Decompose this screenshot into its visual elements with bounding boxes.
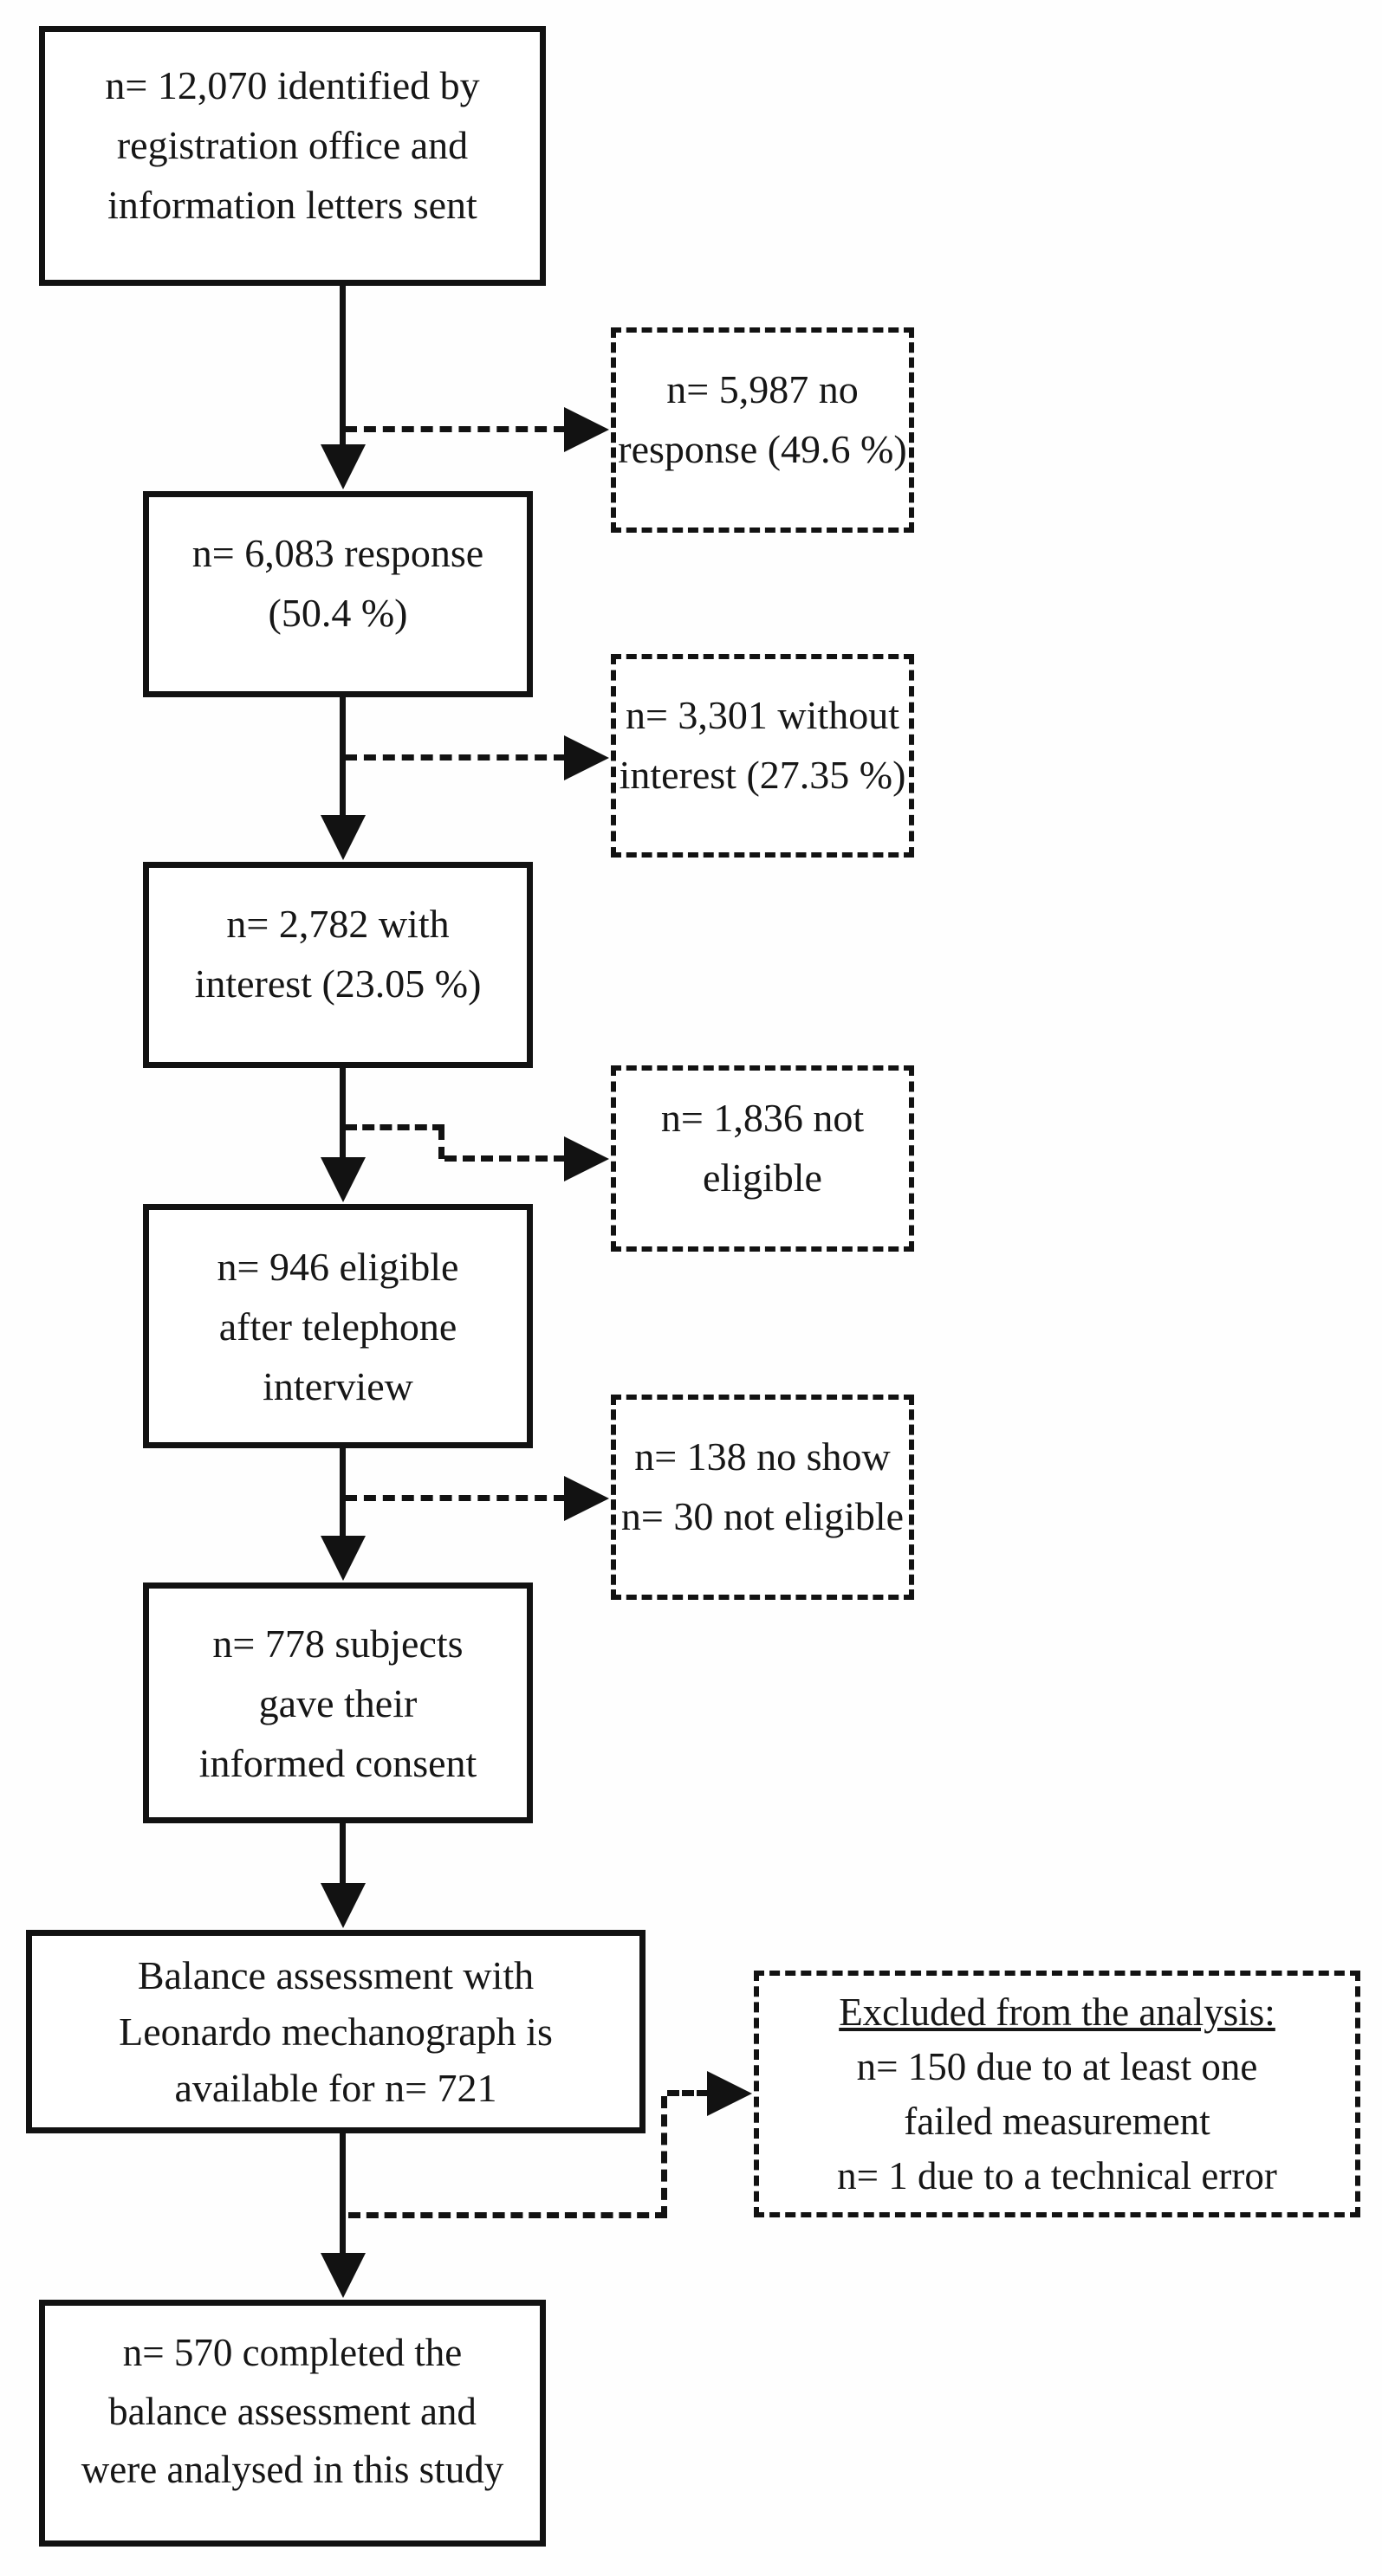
box-text-line: n= 5,987 no — [666, 366, 859, 411]
box-text-line: n= 138 no show — [634, 1434, 891, 1479]
box-text-line: n= 2,782 with — [226, 902, 450, 946]
box-text-line: Balance assessment with — [137, 1952, 535, 1997]
box-text-line: n= 778 subjects — [212, 1621, 464, 1666]
right-arrowhead — [564, 735, 609, 780]
box-text-line: n= 150 due to at least one — [856, 2044, 1258, 2088]
box-text-line: n= 3,301 without — [625, 692, 899, 737]
right-arrowhead — [564, 1476, 609, 1521]
box-text-line: informed consent — [198, 1740, 477, 1785]
box-text-line: available for n= 721 — [174, 2066, 497, 2111]
connector-balance-analysed — [340, 2133, 346, 2256]
box-text-line: interest (23.05 %) — [194, 961, 482, 1006]
down-arrowhead — [321, 815, 366, 860]
box-text-line: n= 946 eligible — [217, 1244, 459, 1289]
branch-not-eligible-elbow — [438, 1128, 444, 1159]
box-text-line: after telephone — [218, 1304, 457, 1349]
branch-no-response — [345, 426, 566, 432]
box-text-line: n= 6,083 response — [191, 531, 484, 575]
down-arrowhead — [321, 444, 366, 489]
box-identified: n= 12,070 identified by registration off… — [39, 26, 546, 286]
connector-response-interest — [340, 697, 346, 819]
box-text-line: n= 1 due to a technical error — [837, 2153, 1277, 2197]
box-no-show: n= 138 no show n= 30 not eligible — [611, 1395, 914, 1600]
box-balance-available: Balance assessment with Leonardo mechano… — [26, 1930, 646, 2133]
box-consent: n= 778 subjects gave their informed cons… — [143, 1582, 533, 1823]
box-response: n= 6,083 response (50.4 %) — [143, 491, 533, 697]
box-heading-line: Excluded from the analysis: — [839, 1990, 1275, 2034]
box-text-line: n= 30 not eligible — [620, 1493, 905, 1538]
box-text-line: n= 570 completed the — [122, 2331, 463, 2375]
box-without-interest: n= 3,301 without interest (27.35 %) — [611, 654, 914, 858]
branch-no-show — [345, 1495, 566, 1501]
down-arrowhead — [321, 2253, 366, 2298]
box-analysed: n= 570 completed the balance assessment … — [39, 2300, 546, 2547]
box-with-interest: n= 2,782 with interest (23.05 %) — [143, 862, 533, 1068]
box-text-line: response (49.6 %) — [618, 426, 907, 471]
connector-eligible-consent — [340, 1448, 346, 1539]
box-text-line: n= 12,070 identified by — [105, 62, 480, 107]
box-text-line: balance assessment and — [108, 2389, 477, 2433]
box-text-line: gave their — [258, 1680, 418, 1725]
box-text-line: interview — [263, 1363, 413, 1408]
box-text-line: n= 1,836 not — [660, 1095, 865, 1140]
branch-not-eligible-seg1 — [345, 1124, 444, 1130]
branch-without-interest — [345, 754, 566, 761]
down-arrowhead — [321, 1536, 366, 1581]
down-arrowhead — [321, 1883, 366, 1928]
connector-interest-eligible — [340, 1068, 346, 1162]
down-arrowhead — [321, 1157, 366, 1202]
connector-consent-balance — [340, 1823, 346, 1888]
box-excluded: Excluded from the analysis: n= 150 due t… — [754, 1971, 1360, 2217]
box-no-response: n= 5,987 no response (49.6 %) — [611, 327, 914, 533]
branch-excluded-elbow — [661, 2096, 667, 2218]
box-text-line: (50.4 %) — [268, 591, 408, 635]
box-not-eligible: n= 1,836 not eligible — [611, 1065, 914, 1252]
box-text-line: eligible — [703, 1155, 822, 1200]
connector-identified-response — [340, 286, 346, 450]
right-arrowhead — [564, 407, 609, 452]
branch-not-eligible-seg2 — [444, 1155, 566, 1162]
box-text-line: interest (27.35 %) — [619, 752, 906, 797]
box-text-line: information letters sent — [107, 182, 477, 227]
box-eligible: n= 946 eligible after telephone intervie… — [143, 1204, 533, 1448]
box-text-line: Leonardo mechanograph is — [119, 2009, 553, 2054]
box-text-line: registration office and — [116, 122, 469, 167]
branch-excluded-seg1 — [348, 2212, 667, 2218]
right-arrowhead — [707, 2071, 752, 2116]
box-text-line: failed measurement — [904, 2099, 1210, 2143]
box-text-line: were analysed in this study — [81, 2448, 504, 2492]
branch-excluded-seg2 — [667, 2090, 709, 2096]
right-arrowhead — [564, 1136, 609, 1181]
